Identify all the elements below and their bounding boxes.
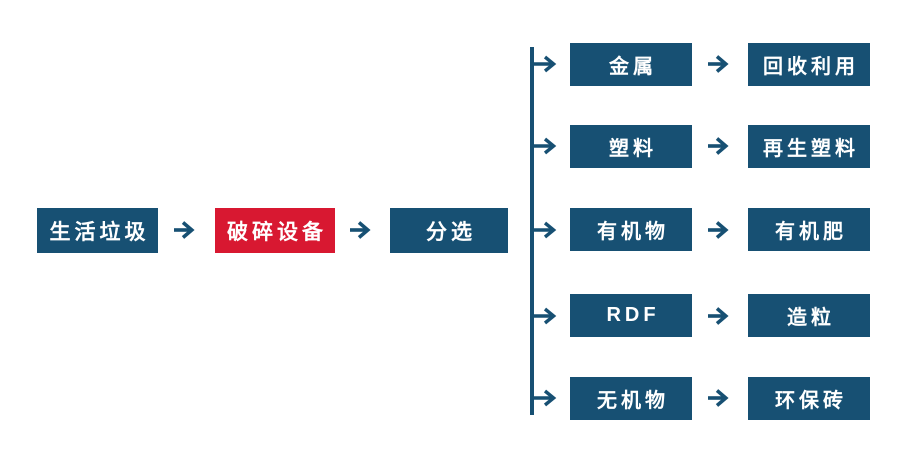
node-inorganic-matter: 无机物 xyxy=(570,377,692,420)
node-sorting: 分选 xyxy=(390,208,508,253)
arrow-right-icon xyxy=(708,389,729,407)
arrow-right-icon xyxy=(174,221,195,239)
branch-arrow-icon xyxy=(530,137,557,155)
arrow-right-icon xyxy=(350,221,371,239)
node-metal: 金属 xyxy=(570,43,692,86)
branch-arrow-icon xyxy=(530,55,557,73)
arrow-right-icon xyxy=(708,55,729,73)
node-rdf: RDF xyxy=(570,294,692,337)
branch-arrow-icon xyxy=(530,221,557,239)
branch-arrow-icon xyxy=(530,307,557,325)
node-recycling: 回收利用 xyxy=(748,43,870,86)
node-organic-matter: 有机物 xyxy=(570,208,692,251)
node-recycled-plastic: 再生塑料 xyxy=(748,125,870,168)
node-organic-fertilizer: 有机肥 xyxy=(748,208,870,251)
node-crushing-equipment: 破碎设备 xyxy=(215,208,335,253)
node-household-waste: 生活垃圾 xyxy=(37,208,158,253)
arrow-right-icon xyxy=(708,137,729,155)
arrow-right-icon xyxy=(708,307,729,325)
branch-arrow-icon xyxy=(530,389,557,407)
node-granulation: 造粒 xyxy=(748,294,870,337)
node-eco-brick: 环保砖 xyxy=(748,377,870,420)
node-plastic: 塑料 xyxy=(570,125,692,168)
arrow-right-icon xyxy=(708,221,729,239)
